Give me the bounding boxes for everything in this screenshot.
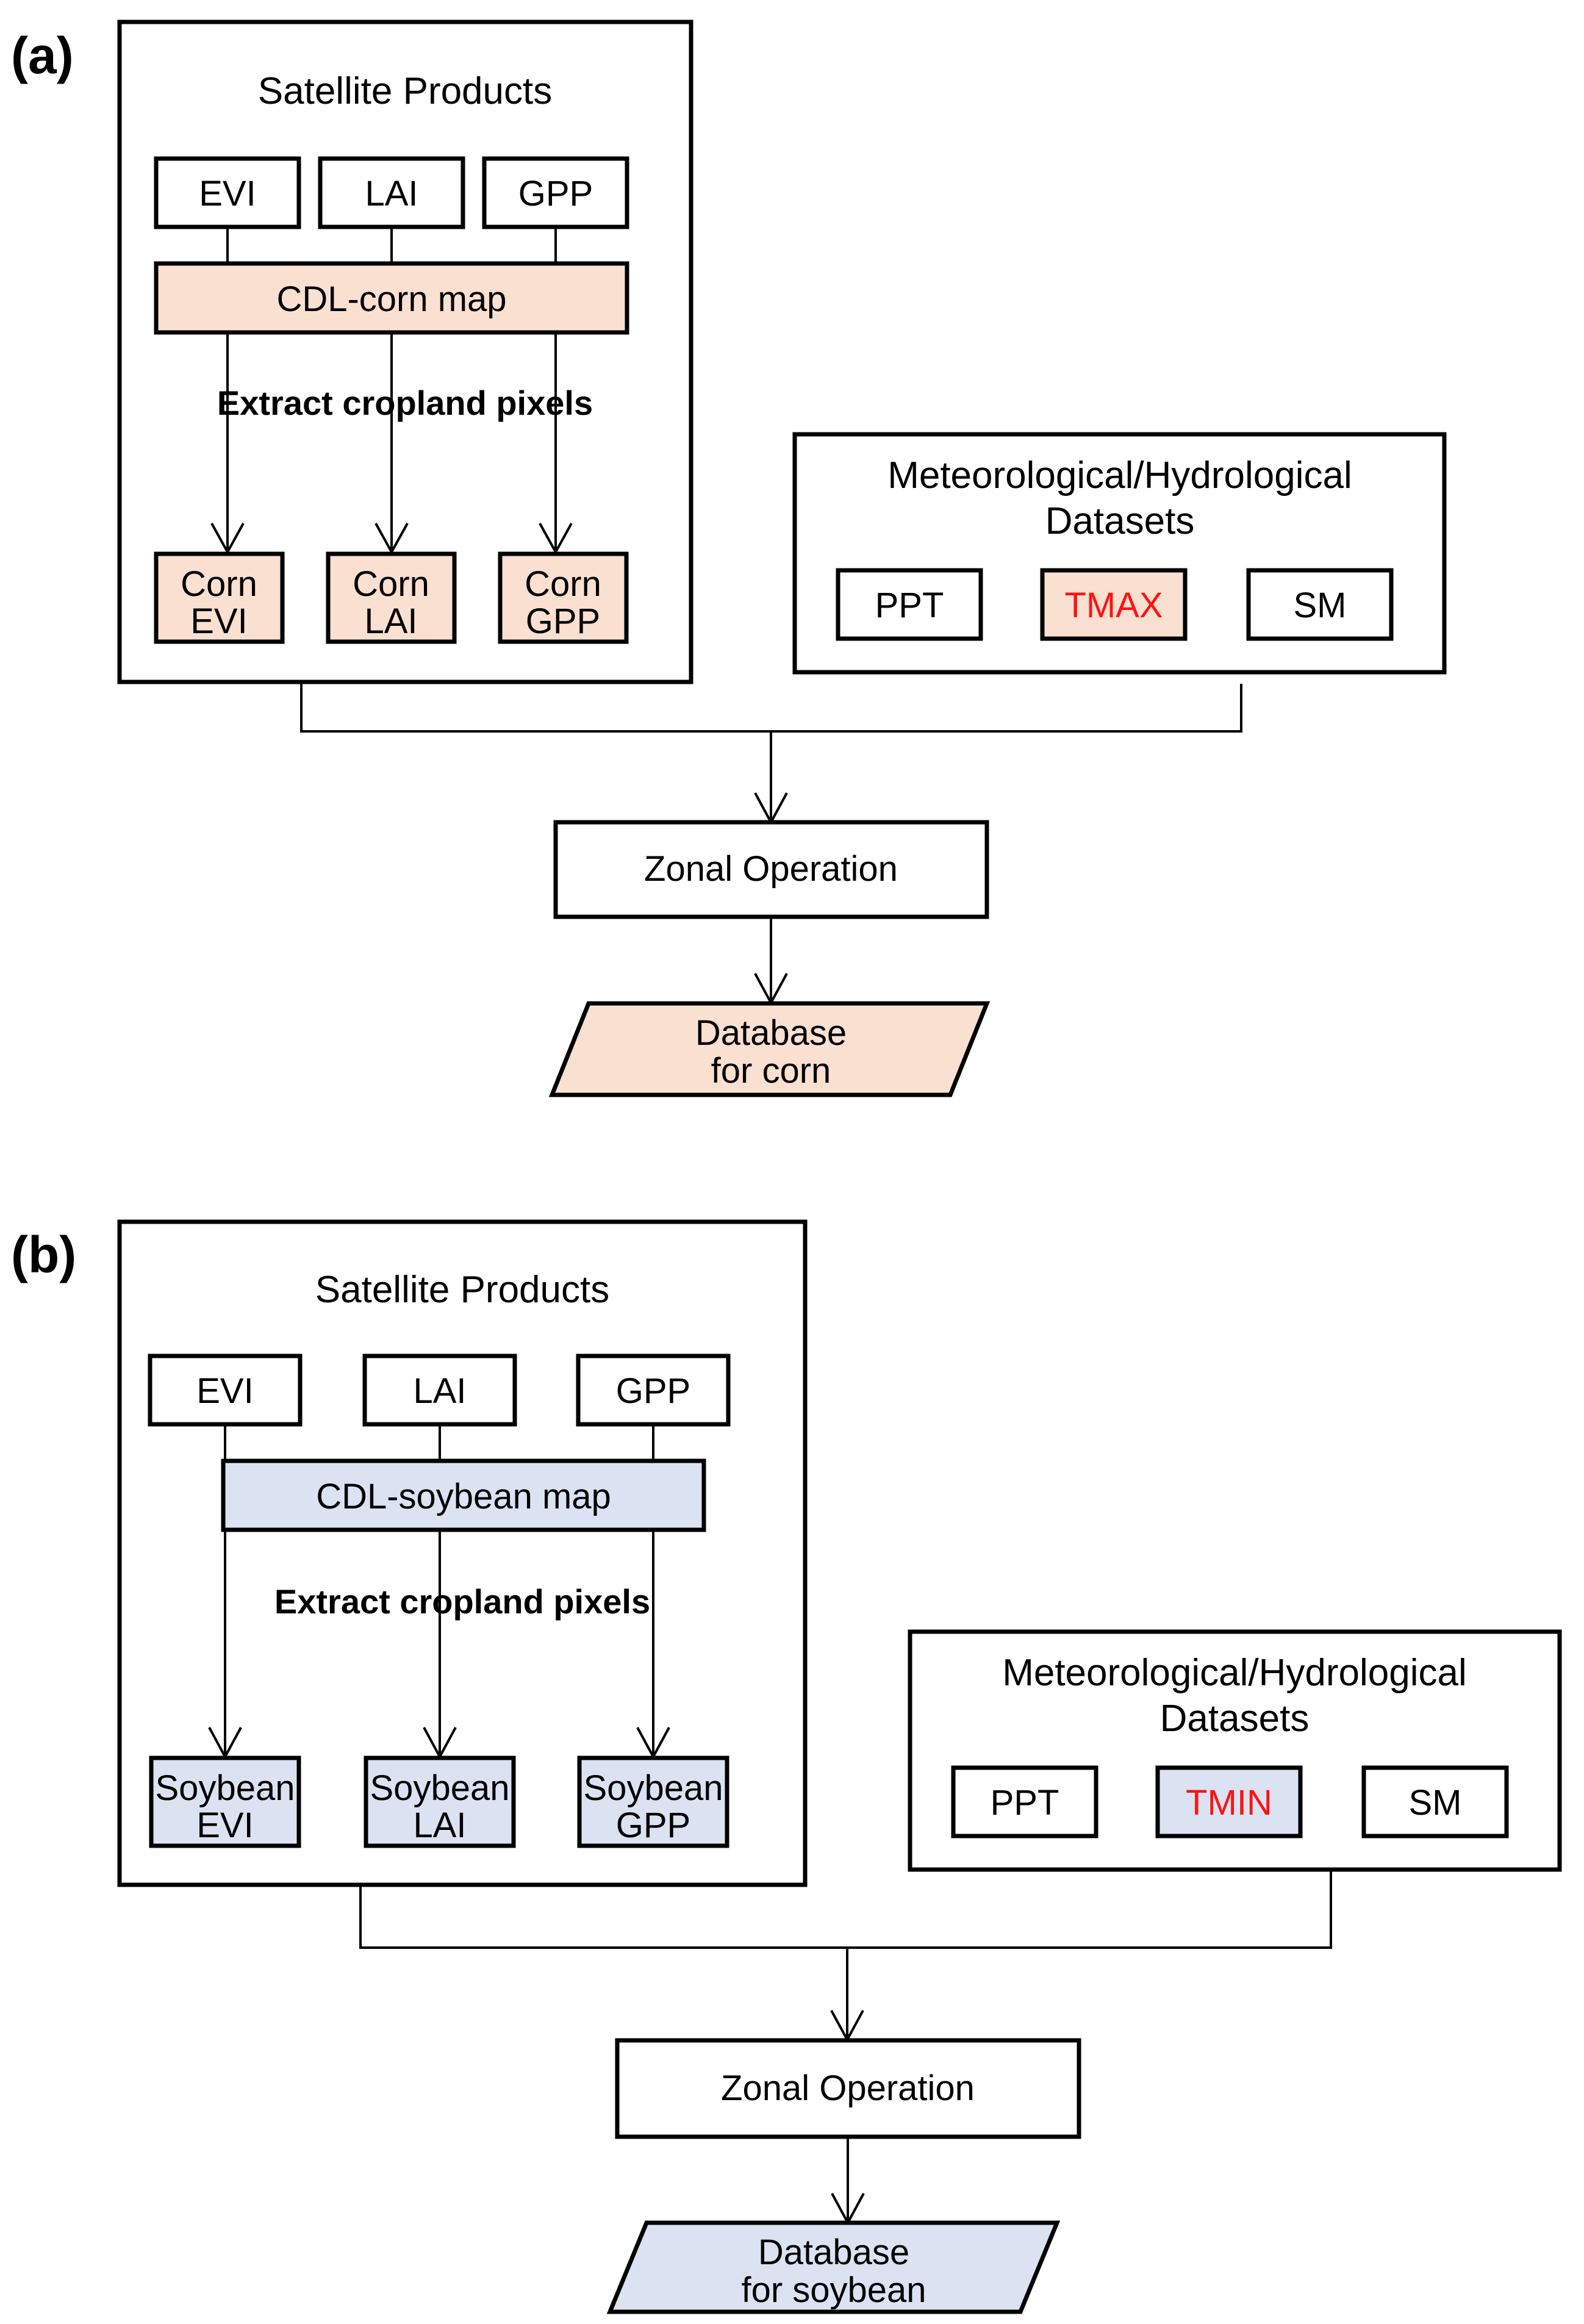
panel-b-database-line1: Database	[758, 2233, 909, 2272]
panel-b-database-line2: for soybean	[741, 2270, 926, 2310]
panel-b-input-lai[interactable]	[362, 1354, 517, 1427]
panel-a-met-sm[interactable]	[1246, 568, 1394, 641]
panel-a-output-corn-gpp-line1: Corn	[525, 564, 601, 604]
panel-b-database[interactable]	[606, 2220, 1061, 2314]
panel-a-met-tmax[interactable]	[1040, 568, 1188, 641]
panel-b-merge-connector	[359, 1871, 1332, 1949]
panel-a-cdl-mask[interactable]	[154, 261, 629, 335]
panel-b-output-soybean-evi-line1: Soybean	[156, 1768, 295, 1808]
panel-a-label: (a)	[11, 27, 74, 84]
panel-a-input-gpp[interactable]	[482, 156, 629, 229]
panel-b-output-soybean-lai-line2: LAI	[413, 1806, 466, 1845]
panel-b-zonal-operation-label: Zonal Operation	[721, 2068, 975, 2108]
panel-a-met-ppt-label: PPT	[875, 586, 944, 625]
panel-a-output-corn-evi[interactable]	[154, 551, 285, 644]
panel-b-output-soybean-evi[interactable]	[149, 1756, 301, 1848]
panel-b-label: (b)	[11, 1226, 76, 1283]
panel-a-output-corn-evi-line1: Corn	[181, 564, 257, 604]
panel-b-output-soybean-lai-line1: Soybean	[370, 1768, 510, 1808]
panel-a-database-line2: for corn	[711, 1051, 831, 1091]
panel-b-cdl-mask-label: CDL-soybean map	[316, 1477, 611, 1516]
panel-b-satellite-group-title: Satellite Products	[315, 1269, 609, 1311]
panel-b-met-group-title-line1: Meteorological/Hydrological	[1002, 1652, 1467, 1694]
panel-a-input-gpp-label: GPP	[518, 174, 593, 213]
panel-a-output-corn-gpp-line2: GPP	[526, 601, 601, 641]
panel-a-cdl-mask-label: CDL-corn map	[276, 279, 506, 319]
panel-b-met-group-title-line2: Datasets	[1160, 1698, 1310, 1740]
panel-a-zonal-operation-label: Zonal Operation	[644, 849, 898, 889]
panel-a-output-corn-lai[interactable]	[326, 551, 457, 644]
panel-b-output-soybean-gpp[interactable]	[577, 1756, 729, 1848]
panel-b-met-sm[interactable]	[1361, 1765, 1509, 1838]
panel-b-met-tmin[interactable]	[1155, 1765, 1303, 1838]
panel-b-zonal-operation[interactable]	[615, 2038, 1081, 2139]
panel-a-input-lai-label: LAI	[365, 174, 418, 213]
panel-a-merge-connector	[300, 684, 1242, 733]
panel-b-met-ppt-label: PPT	[991, 1783, 1059, 1823]
panel-a-met-group-title-line1: Meteorological/Hydrological	[887, 454, 1352, 497]
panel-b-extract-note: Extract cropland pixels	[274, 1582, 650, 1621]
panel-b-output-soybean-evi-line2: EVI	[196, 1806, 254, 1845]
panel-b-input-gpp[interactable]	[576, 1354, 731, 1427]
panel-b-met-ppt[interactable]	[951, 1765, 1098, 1838]
panel-a-satellite-group-title: Satellite Products	[258, 70, 552, 112]
panel-b-met-tmin-label: TMIN	[1186, 1783, 1272, 1823]
panel-b-input-gpp-label: GPP	[616, 1371, 691, 1411]
panel-b-output-soybean-lai[interactable]	[364, 1756, 516, 1848]
panel-b-met-sm-label: SM	[1409, 1783, 1462, 1823]
panel-a-output-corn-evi-line2: EVI	[190, 601, 248, 641]
panel-b-cdl-mask[interactable]	[221, 1458, 706, 1532]
panel-a-output-corn-gpp[interactable]	[498, 551, 629, 644]
panel-a-met-group-title-line2: Datasets	[1045, 500, 1195, 542]
panel-a-output-corn-lai-line1: Corn	[353, 564, 429, 604]
panel-b-output-soybean-gpp-line2: GPP	[616, 1806, 691, 1845]
panel-a-met-tmax-label: TMAX	[1064, 586, 1163, 625]
panel-b-input-lai-label: LAI	[413, 1371, 466, 1411]
panel-a-output-corn-lai-line2: LAI	[364, 601, 417, 641]
panel-a-extract-note: Extract cropland pixels	[217, 384, 593, 422]
panel-b-output-soybean-gpp-line1: Soybean	[584, 1768, 723, 1808]
panel-b-input-evi[interactable]	[148, 1354, 303, 1427]
panel-a-met-ppt[interactable]	[836, 568, 983, 641]
panel-a-database-line1: Database	[695, 1013, 847, 1053]
panel-b-input-evi-label: EVI	[196, 1371, 254, 1411]
panel-a-input-evi-label: EVI	[199, 174, 256, 213]
panel-a-met-sm-label: SM	[1294, 586, 1347, 625]
panel-a-database[interactable]	[548, 1001, 991, 1097]
